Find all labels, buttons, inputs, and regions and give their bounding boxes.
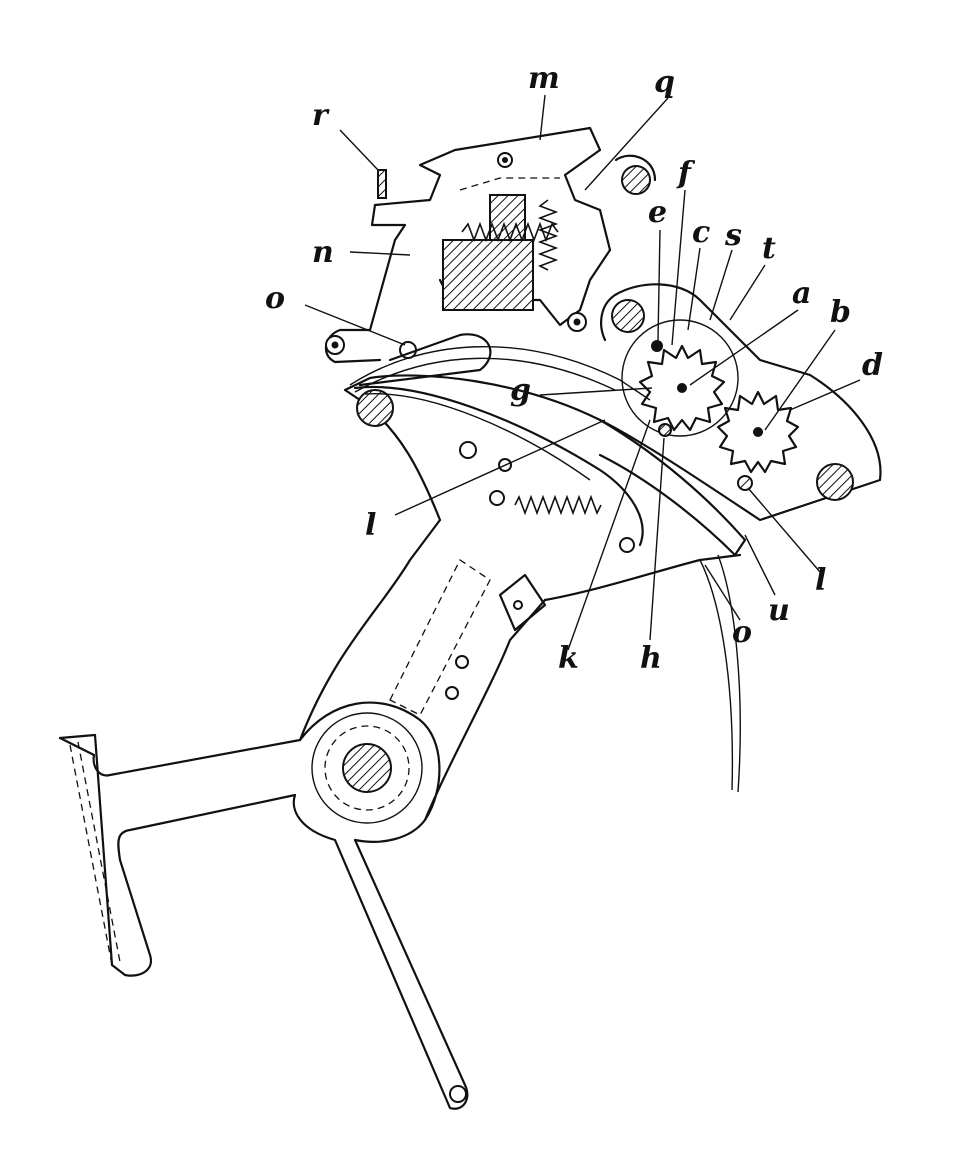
label-u: u bbox=[768, 593, 790, 628]
label-t: t bbox=[762, 231, 776, 266]
label-r: r bbox=[312, 98, 330, 133]
label-o-bottom: o bbox=[732, 615, 752, 650]
label-o-top: o bbox=[265, 281, 285, 316]
label-g: g bbox=[510, 373, 531, 408]
frame-screw-top bbox=[611, 299, 645, 333]
frame-screw-left bbox=[356, 389, 394, 427]
gear-train bbox=[621, 319, 800, 491]
top-linkage bbox=[324, 126, 612, 387]
pivot-shaft bbox=[342, 743, 392, 793]
label-m: m bbox=[528, 61, 560, 96]
label-b: b bbox=[830, 295, 851, 330]
upper-frame bbox=[343, 154, 882, 793]
lever-foot-hole bbox=[449, 1085, 467, 1103]
label-e: e bbox=[648, 195, 667, 230]
frame-screw-right bbox=[816, 463, 854, 501]
label-a: a bbox=[792, 276, 811, 311]
hatched-block bbox=[442, 239, 534, 311]
label-h: h bbox=[640, 641, 662, 676]
label-l-left: l bbox=[365, 508, 376, 543]
curved-lever bbox=[353, 385, 644, 632]
label-q: q bbox=[654, 65, 675, 100]
leader-lines bbox=[304, 94, 861, 651]
gear-a bbox=[638, 344, 726, 432]
label-l-right: l bbox=[815, 563, 826, 598]
labels: m q r f e c s t n a b o d g l l k h o u bbox=[265, 61, 883, 676]
label-n: n bbox=[312, 235, 334, 270]
label-k: k bbox=[558, 641, 579, 676]
label-s: s bbox=[724, 218, 742, 253]
label-d: d bbox=[862, 348, 883, 383]
gear-b bbox=[716, 390, 800, 474]
label-c: c bbox=[692, 215, 710, 250]
label-f: f bbox=[676, 156, 696, 191]
main-lever bbox=[58, 518, 547, 1110]
